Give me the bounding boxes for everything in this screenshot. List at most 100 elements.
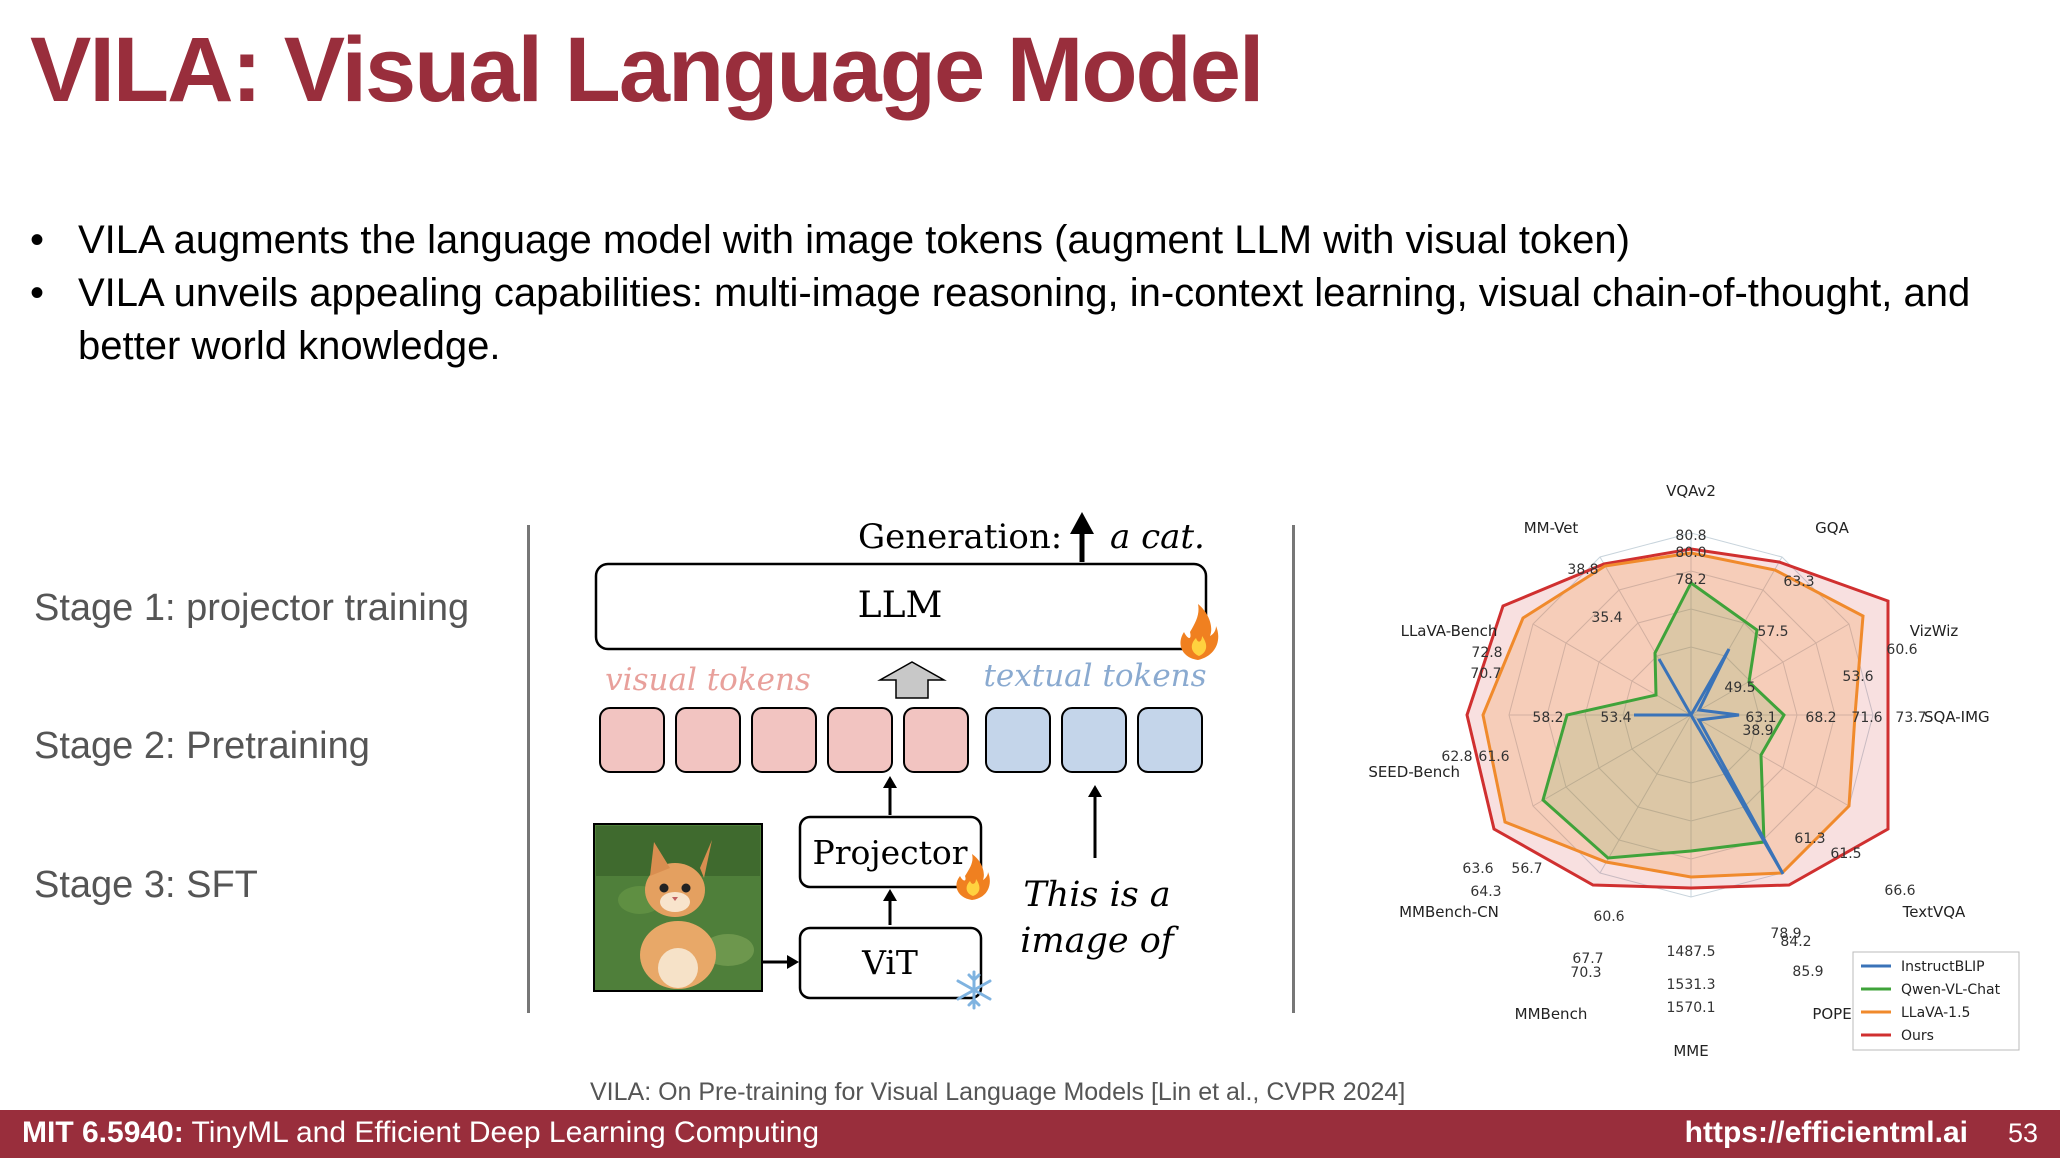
radar-axis-label: MM-Vet — [1524, 519, 1579, 537]
visual-tokens-label: visual tokens — [605, 662, 811, 698]
radar-value-label: 57.5 — [1757, 624, 1788, 640]
llm-box — [594, 562, 1208, 651]
radar-value-label: 71.6 — [1851, 710, 1882, 726]
vit-label: ViT — [861, 943, 918, 982]
radar-value-label: 61.3 — [1794, 831, 1825, 847]
visual-token — [599, 707, 665, 773]
radar-axis-label: MMBench-CN — [1399, 903, 1499, 921]
radar-value-label: 68.2 — [1805, 710, 1836, 726]
fire-icon — [956, 854, 990, 900]
page-number: 53 — [2007, 1118, 2038, 1148]
vit-box — [798, 926, 983, 1000]
stage-3-label: Stage 3: SFT — [34, 864, 258, 906]
radar-value-label: 53.6 — [1842, 669, 1873, 685]
radar-value-label: 61.5 — [1830, 846, 1861, 862]
radar-axis-label: GQA — [1815, 519, 1849, 537]
visual-token — [903, 707, 969, 773]
textual-token — [985, 707, 1051, 773]
llm-label: LLM — [858, 585, 943, 626]
radar-axis-label: TextVQA — [1902, 903, 1966, 921]
divider-right — [1292, 525, 1295, 1013]
legend-label: LLaVA-1.5 — [1901, 1005, 1970, 1021]
radar-value-label: 61.6 — [1478, 749, 1509, 765]
projector-box — [798, 815, 983, 889]
footer-course-code: MIT 6.5940: — [22, 1116, 184, 1149]
radar-legend: InstructBLIP Qwen-VL-Chat LLaVA-1.5 Ours — [1852, 951, 2020, 1051]
bullet-item: • VILA unveils appealing capabilities: mu… — [30, 267, 1990, 373]
radar-value-label: 63.1 — [1745, 710, 1776, 726]
figure-caption: VILA: On Pre-training for Visual Languag… — [590, 1078, 1406, 1106]
radar-value-label: 38.8 — [1567, 562, 1598, 578]
footer-course: MIT 6.5940: TinyML and Efficient Deep Le… — [22, 1116, 819, 1150]
radar-value-label: 78.9 — [1770, 926, 1801, 942]
radar-value-label: 80.0 — [1675, 545, 1706, 561]
text-to-token-arrow — [1088, 785, 1102, 858]
radar-value-label: 73.7 — [1895, 710, 1926, 726]
snowflake-icon — [956, 970, 992, 1010]
radar-value-label: 78.2 — [1675, 572, 1706, 588]
bullet-list: • VILA augments the language model with i… — [30, 214, 1990, 373]
radar-axis-label: MMBench — [1515, 1005, 1588, 1023]
gray-up-arrow-icon — [877, 661, 947, 699]
radar-axis-label: VQAv2 — [1666, 482, 1716, 500]
radar-value-label: 60.6 — [1593, 909, 1624, 925]
textual-tokens-label: textual tokens — [983, 658, 1206, 694]
bullet-dot: • — [30, 218, 45, 262]
radar-axis-label: LLaVA-Bench — [1401, 622, 1498, 640]
generation-label: Generation: — [858, 517, 1062, 557]
bullet-text: VILA unveils appealing capabilities: mul… — [78, 271, 1971, 368]
divider-left — [527, 525, 530, 1013]
legend-label: Ours — [1901, 1028, 1934, 1044]
radar-value-label: 84.2 — [1780, 934, 1811, 950]
stage-1-label: Stage 1: projector training — [34, 587, 470, 629]
radar-value-label: 62.8 — [1441, 749, 1472, 765]
radar-value-label: 58.2 — [1532, 710, 1563, 726]
legend-label: Qwen-VL-Chat — [1901, 982, 2001, 998]
textual-token — [1137, 707, 1203, 773]
radar-value-label: 49.5 — [1724, 680, 1755, 696]
radar-value-label: 67.7 — [1572, 951, 1603, 967]
bullet-dot: • — [30, 271, 45, 315]
radar-value-label: 53.4 — [1600, 710, 1631, 726]
radar-value-labels: 80.8 80.0 78.2 63.3 57.5 60.6 53.6 73.7 … — [1441, 528, 1926, 1016]
bullet-text: VILA augments the language model with im… — [78, 218, 1630, 262]
radar-axis-label: POPE — [1812, 1005, 1851, 1023]
projector-label: Projector — [813, 833, 968, 872]
radar-axis-label: SEED-Bench — [1368, 763, 1460, 781]
vila-architecture-diagram: Generation: a cat. LLM visual tokens tex… — [593, 512, 1219, 1010]
radar-value-label: 35.4 — [1591, 610, 1622, 626]
benchmark-radar-chart: VQAv2 GQA VizWiz SQA-IMG TextVQA POPE MM… — [1368, 482, 2020, 1060]
radar-value-label: 70.7 — [1470, 666, 1501, 682]
radar-value-label: 63.3 — [1783, 574, 1814, 590]
radar-axis-label: MME — [1673, 1042, 1708, 1060]
radar-value-label: 60.6 — [1886, 642, 1917, 658]
slide-title: VILA: Visual Language Model — [30, 19, 1264, 121]
radar-value-label: 1570.1 — [1667, 1000, 1716, 1016]
radar-value-label: 66.6 — [1884, 883, 1915, 899]
up-arrow-icon — [1070, 512, 1094, 562]
fire-icon — [1180, 604, 1219, 660]
visual-token — [751, 707, 817, 773]
stage-2-label: Stage 2: Pretraining — [34, 725, 370, 767]
footer-course-title: TinyML and Efficient Deep Learning Compu… — [183, 1116, 820, 1149]
footer-url-link[interactable]: https://efficientml.ai — [1684, 1116, 1968, 1149]
legend-label: InstructBLIP — [1901, 959, 1985, 975]
radar-value-label: 85.9 — [1792, 964, 1823, 980]
radar-value-label: 63.6 — [1462, 861, 1493, 877]
visual-token — [675, 707, 741, 773]
radar-grid — [1508, 532, 1874, 898]
vit-to-projector-arrow — [883, 889, 897, 925]
radar-value-label: 72.8 — [1471, 645, 1502, 661]
radar-value-label: 56.7 — [1511, 861, 1542, 877]
prompt-line-2: image of — [1020, 921, 1180, 961]
cat-to-vit-arrow — [762, 955, 799, 969]
bullet-item: • VILA augments the language model with i… — [30, 214, 1990, 267]
series-ours — [1465, 547, 1890, 890]
cat-image — [593, 823, 763, 992]
radar-value-label: 80.8 — [1675, 528, 1706, 544]
radar-value-label: 64.3 — [1470, 884, 1501, 900]
visual-token — [827, 707, 893, 773]
radar-value-label: 1487.5 — [1667, 944, 1716, 960]
series-qwen-vl-chat — [1541, 580, 1786, 860]
textual-token — [1061, 707, 1127, 773]
